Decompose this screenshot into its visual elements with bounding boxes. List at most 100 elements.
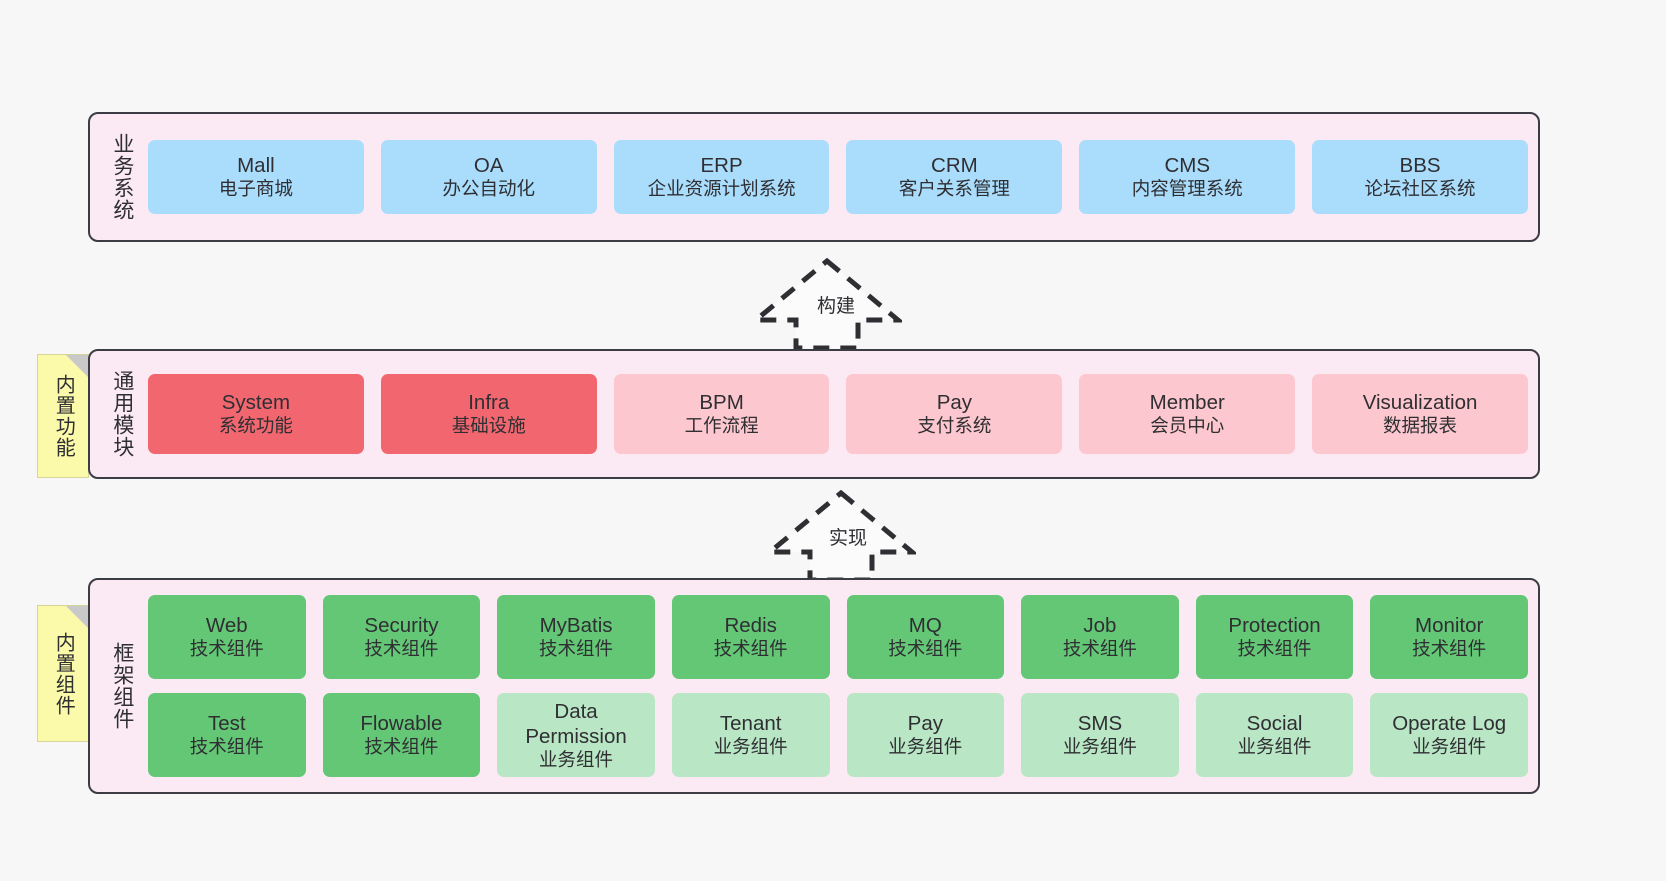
component-test[interactable]: Test 技术组件 <box>148 693 306 777</box>
component-mq-desc: 技术组件 <box>888 638 963 660</box>
module-bbs-name: BBS <box>1399 154 1441 178</box>
module-crm[interactable]: CRM 客户关系管理 <box>846 140 1063 214</box>
layer-common-label: 通用模块 <box>110 370 134 458</box>
component-flowable-desc: 技术组件 <box>364 736 439 758</box>
module-oa-desc: 办公自动化 <box>442 178 535 200</box>
component-mybatis-desc: 技术组件 <box>539 638 614 660</box>
module-erp-desc: 企业资源计划系统 <box>647 178 796 200</box>
module-oa-name: OA <box>473 154 504 178</box>
component-web[interactable]: Web 技术组件 <box>148 595 306 679</box>
module-visualization-desc: 数据报表 <box>1383 415 1458 437</box>
component-monitor[interactable]: Monitor 技术组件 <box>1370 595 1528 679</box>
module-crm-desc: 客户关系管理 <box>898 178 1010 200</box>
component-data-permission[interactable]: Data Permission 业务组件 <box>497 693 655 777</box>
note-builtin-features-text: 内置功能 <box>52 374 75 458</box>
component-mq-name: MQ <box>908 614 942 638</box>
layer-framework-components: 框架组件 Web 技术组件 Security 技术组件 MyBatis 技术组件… <box>88 578 1540 794</box>
component-redis-desc: 技术组件 <box>713 638 788 660</box>
layer-common-body: System 系统功能 Infra 基础设施 BPM 工作流程 Pay 支付系统… <box>142 351 1538 477</box>
component-operate-log[interactable]: Operate Log 业务组件 <box>1370 693 1528 777</box>
module-cms[interactable]: CMS 内容管理系统 <box>1079 140 1296 214</box>
module-mall-name: Mall <box>237 154 275 178</box>
component-pay[interactable]: Pay 业务组件 <box>846 693 1005 777</box>
module-bpm-name: BPM <box>699 391 744 415</box>
module-cms-name: CMS <box>1164 154 1210 178</box>
component-flowable[interactable]: Flowable 技术组件 <box>322 693 481 777</box>
component-tenant-desc: 业务组件 <box>713 736 788 758</box>
component-redis[interactable]: Redis 技术组件 <box>671 595 830 679</box>
module-visualization[interactable]: Visualization 数据报表 <box>1312 374 1528 454</box>
component-tenant-name: Tenant <box>719 712 782 736</box>
module-bpm-desc: 工作流程 <box>684 415 759 437</box>
module-infra-name: Infra <box>468 391 510 415</box>
module-member[interactable]: Member 会员中心 <box>1079 374 1296 454</box>
component-web-name: Web <box>205 614 248 638</box>
component-data-permission-desc: 业务组件 <box>539 748 614 770</box>
module-mall-desc: 电子商城 <box>218 178 293 200</box>
component-security-name: Security <box>364 614 439 638</box>
common-row: System 系统功能 Infra 基础设施 BPM 工作流程 Pay 支付系统… <box>148 374 1528 454</box>
component-redis-name: Redis <box>724 614 777 638</box>
module-cms-desc: 内容管理系统 <box>1131 178 1243 200</box>
module-visualization-name: Visualization <box>1362 391 1478 415</box>
note-fold-corner-icon <box>66 355 88 377</box>
module-infra[interactable]: Infra 基础设施 <box>380 374 597 454</box>
layer-common-modules: 通用模块 System 系统功能 Infra 基础设施 BPM 工作流程 Pay… <box>88 349 1540 479</box>
note-builtin-components-text: 内置组件 <box>52 631 75 716</box>
component-tenant[interactable]: Tenant 业务组件 <box>671 693 830 777</box>
component-security-desc: 技术组件 <box>364 638 439 660</box>
framework-row-technical: Web 技术组件 Security 技术组件 MyBatis 技术组件 Redi… <box>148 595 1528 679</box>
module-bbs-desc: 论坛社区系统 <box>1364 178 1476 200</box>
component-mq[interactable]: MQ 技术组件 <box>846 595 1005 679</box>
component-protection[interactable]: Protection 技术组件 <box>1195 595 1354 679</box>
component-job[interactable]: Job 技术组件 <box>1021 595 1179 679</box>
note-fold-corner-icon <box>66 606 88 628</box>
component-social[interactable]: Social 业务组件 <box>1195 693 1354 777</box>
component-operate-log-name: Operate Log <box>1392 712 1507 736</box>
layer-business-label: 业务系统 <box>110 133 134 221</box>
note-builtin-components: 内置组件 <box>37 605 89 742</box>
component-mybatis-name: MyBatis <box>539 614 613 638</box>
component-pay-name: Pay <box>907 712 943 736</box>
component-data-permission-name: Data Permission <box>525 699 627 748</box>
connector-implement-label: 实现 <box>829 528 868 549</box>
layer-business-body: Mall 电子商城 OA 办公自动化 ERP 企业资源计划系统 CRM 客户关系… <box>142 114 1538 240</box>
component-test-name: Test <box>208 712 246 736</box>
component-monitor-desc: 技术组件 <box>1412 638 1487 660</box>
component-test-desc: 技术组件 <box>189 736 264 758</box>
module-system[interactable]: System 系统功能 <box>148 374 364 454</box>
component-social-desc: 业务组件 <box>1237 736 1312 758</box>
component-mybatis[interactable]: MyBatis 技术组件 <box>497 595 655 679</box>
module-crm-name: CRM <box>931 154 978 178</box>
module-pay-desc: 支付系统 <box>917 415 992 437</box>
component-sms-name: SMS <box>1077 712 1123 736</box>
component-job-desc: 技术组件 <box>1062 638 1137 660</box>
module-member-name: Member <box>1149 391 1225 415</box>
module-mall[interactable]: Mall 电子商城 <box>148 140 364 214</box>
framework-row-business: Test 技术组件 Flowable 技术组件 Data Permission … <box>148 693 1528 777</box>
component-operate-log-desc: 业务组件 <box>1412 736 1487 758</box>
component-flowable-name: Flowable <box>360 712 443 736</box>
note-builtin-features: 内置功能 <box>37 354 89 478</box>
module-system-desc: 系统功能 <box>218 415 293 437</box>
layer-framework-label: 框架组件 <box>110 642 134 730</box>
component-protection-name: Protection <box>1228 614 1321 638</box>
module-infra-desc: 基础设施 <box>451 415 526 437</box>
layer-framework-body: Web 技术组件 Security 技术组件 MyBatis 技术组件 Redi… <box>142 580 1538 792</box>
component-monitor-name: Monitor <box>1415 614 1484 638</box>
module-pay[interactable]: Pay 支付系统 <box>846 374 1063 454</box>
module-erp-name: ERP <box>700 154 743 178</box>
component-sms[interactable]: SMS 业务组件 <box>1021 693 1179 777</box>
business-row: Mall 电子商城 OA 办公自动化 ERP 企业资源计划系统 CRM 客户关系… <box>148 140 1528 214</box>
component-sms-desc: 业务组件 <box>1062 736 1137 758</box>
module-erp[interactable]: ERP 企业资源计划系统 <box>613 140 830 214</box>
module-oa[interactable]: OA 办公自动化 <box>380 140 597 214</box>
component-security[interactable]: Security 技术组件 <box>322 595 481 679</box>
component-pay-desc: 业务组件 <box>888 736 963 758</box>
module-bbs[interactable]: BBS 论坛社区系统 <box>1312 140 1528 214</box>
layer-business-systems: 业务系统 Mall 电子商城 OA 办公自动化 ERP 企业资源计划系统 CRM… <box>88 112 1540 242</box>
component-job-name: Job <box>1083 614 1117 638</box>
connector-build-label: 构建 <box>817 296 856 317</box>
module-bpm[interactable]: BPM 工作流程 <box>613 374 830 454</box>
